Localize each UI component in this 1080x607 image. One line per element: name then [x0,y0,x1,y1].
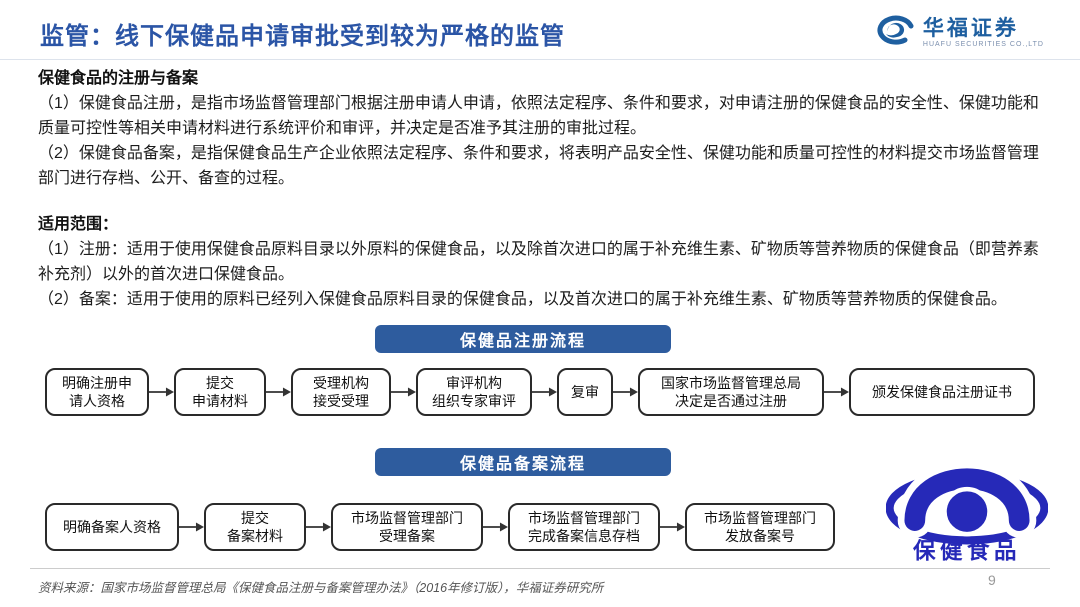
page-title: 监管：线下保健品申请审批受到较为严格的监管 [40,23,565,50]
brand-name: 华福证券 [922,16,1019,40]
flow-step: 明确注册申 请人资格 [45,368,149,416]
scope-heading: 适用范围： [38,216,119,233]
page-number: 9 [988,572,996,588]
flow-step: 受理机构 接受受理 [291,368,391,416]
flow-arrow-icon [613,368,638,416]
scope-para1: （1）注册：适用于使用保健食品原料目录以外原料的保健食品，以及除首次进口的属于补… [38,241,1039,283]
flow-step: 复审 [557,368,613,416]
flow-step: 市场监督管理部门 发放备案号 [685,503,835,551]
definition-heading: 保健食品的注册与备案 [38,70,199,87]
filing-flow-banner: 保健品备案流程 [375,448,671,476]
section-definition: 保健食品的注册与备案 （1）保健食品注册，是指市场监督管理部门根据注册申请人申请… [38,66,1050,191]
scope-para2: （2）备案：适用于使用的原料已经列入保健食品原料目录的保健食品，以及首次进口的属… [38,291,1007,308]
flow-step: 市场监督管理部门 完成备案信息存档 [508,503,660,551]
flow-arrow-icon [266,368,291,416]
flow-step: 明确备案人资格 [45,503,179,551]
section-scope: 适用范围： （1）注册：适用于使用保健食品原料目录以外原料的保健食品，以及除首次… [38,212,1050,312]
stamp-label: 保健食品 [913,537,1021,563]
source-note: 资料来源：国家市场监督管理总局《保健食品注册与备案管理办法》（2016年修订版）… [38,581,604,595]
registration-flow-banner: 保健品注册流程 [375,325,671,353]
flow-arrow-icon [824,368,849,416]
flow-step: 审评机构 组织专家审评 [416,368,532,416]
registration-flow: 明确注册申 请人资格提交 申请材料受理机构 接受受理审评机构 组织专家审评复审国… [45,368,1035,416]
huafu-logo-icon [875,10,915,55]
flow-arrow-icon [483,503,508,551]
flow-step: 提交 备案材料 [204,503,306,551]
flow-arrow-icon [532,368,557,416]
header-divider [0,59,1080,60]
health-food-stamp-icon: 保健食品 [885,424,1049,574]
flow-step: 市场监督管理部门 受理备案 [331,503,483,551]
flow-arrow-icon [179,503,204,551]
footer-divider [30,568,1050,569]
definition-para2: （2）保健食品备案，是指保健食品生产企业依照法定程序、条件和要求，将表明产品安全… [38,145,1039,187]
flow-step: 国家市场监督管理总局 决定是否通过注册 [638,368,824,416]
flow-arrow-icon [306,503,331,551]
brand-logo: 华福证券 HUAFU SECURITIES CO.,LTD [875,10,1044,55]
flow-step: 提交 申请材料 [174,368,266,416]
flow-step: 颁发保健食品注册证书 [849,368,1035,416]
definition-para1: （1）保健食品注册，是指市场监督管理部门根据注册申请人申请，依照法定程序、条件和… [38,95,1039,137]
flow-arrow-icon [149,368,174,416]
flow-arrow-icon [391,368,416,416]
flow-arrow-icon [660,503,685,551]
filing-flow: 明确备案人资格提交 备案材料市场监督管理部门 受理备案市场监督管理部门 完成备案… [45,503,835,551]
brand-subtitle: HUAFU SECURITIES CO.,LTD [922,41,1044,49]
